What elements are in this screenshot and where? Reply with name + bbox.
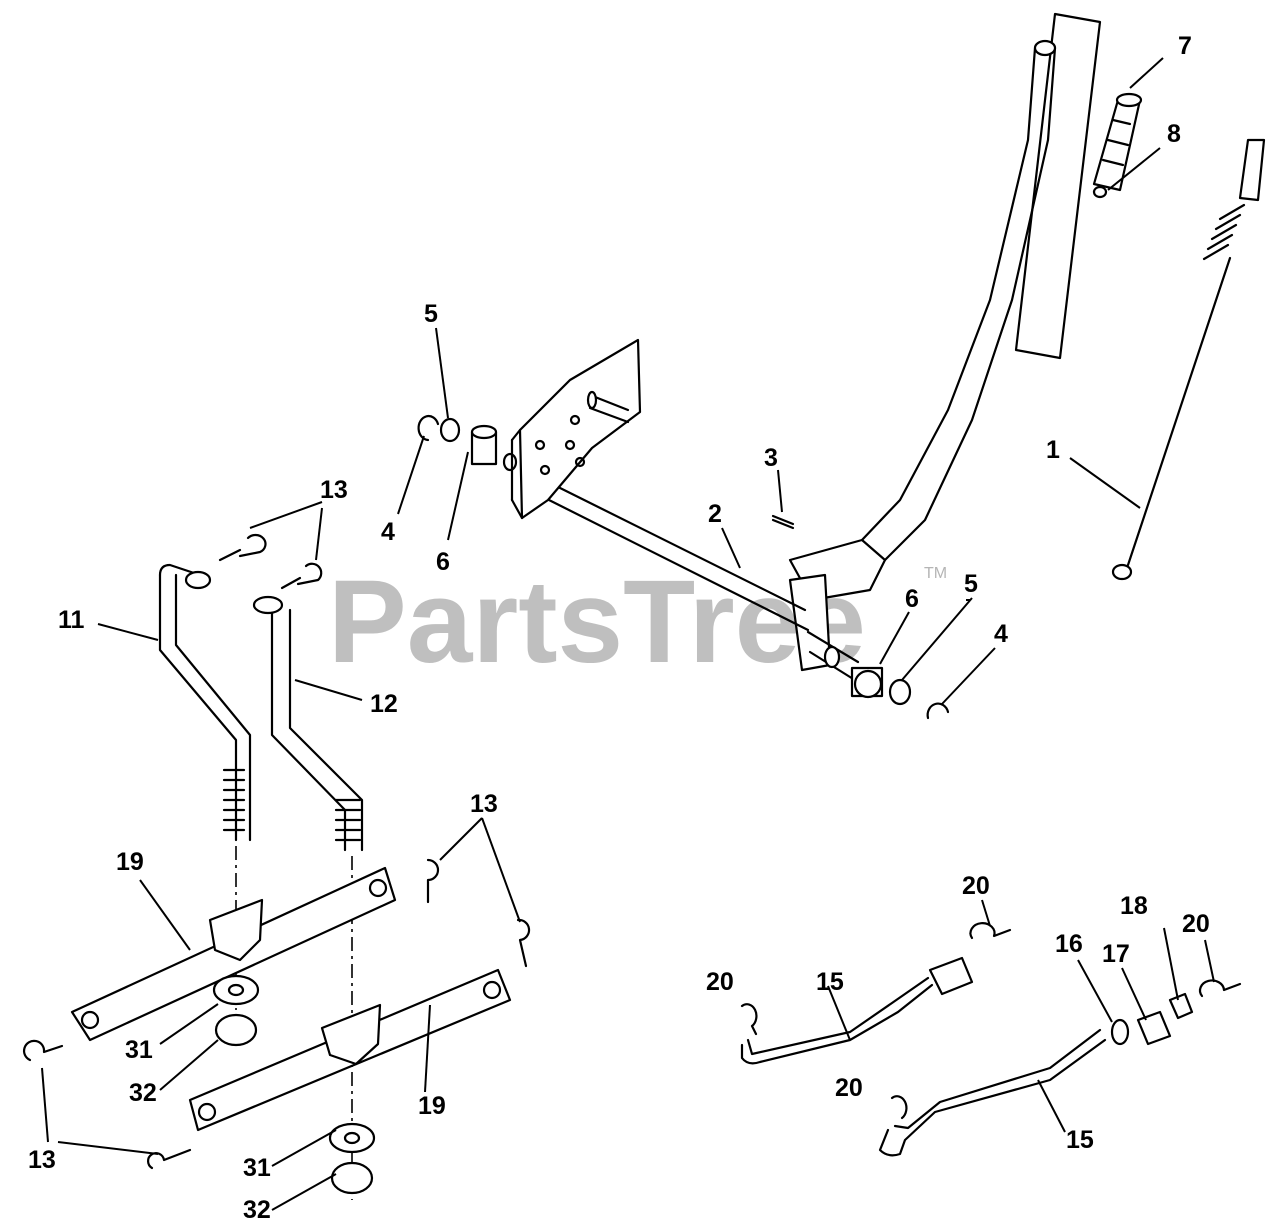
pivot-bracket	[510, 338, 642, 520]
nut-right	[330, 1161, 374, 1195]
grip-plug	[1092, 185, 1108, 199]
callout-13-top: 13	[320, 476, 348, 504]
bushing-left	[470, 424, 518, 472]
hairpin-clip-20-b	[1198, 979, 1242, 998]
spacer-right	[328, 1122, 376, 1154]
hairpin-clip-upper-2	[280, 562, 323, 590]
hairpin-clip-right-1	[426, 858, 440, 904]
callout-13-bottom: 13	[28, 1146, 56, 1174]
nut-left	[214, 1013, 258, 1047]
e-ring-left	[417, 414, 440, 442]
callout-7: 7	[1178, 32, 1192, 60]
partstree-watermark: PartsTree	[328, 556, 866, 688]
washer-right	[888, 678, 912, 706]
trademark-mark: TM	[924, 565, 947, 582]
callout-20-left: 20	[706, 968, 734, 996]
callout-6-left: 6	[436, 548, 450, 576]
lift-link-left	[158, 563, 252, 842]
trunnion-17	[1136, 1010, 1172, 1046]
callout-11: 11	[58, 606, 85, 634]
leader-lines	[41, 57, 1215, 1211]
callout-2: 2	[708, 500, 722, 528]
callout-31-left: 31	[125, 1036, 153, 1064]
hairpin-clip-upper-1	[218, 533, 267, 562]
callout-15-upper: 15	[816, 968, 844, 996]
lift-link-right	[252, 595, 364, 852]
hairpin-clip-right-2	[516, 918, 531, 968]
adjustment-rod-lower	[878, 1028, 1107, 1157]
handle-grip	[1092, 92, 1143, 192]
lever-shroud	[1014, 12, 1102, 360]
callout-3: 3	[764, 444, 778, 472]
lift-arm-upper	[70, 866, 397, 1042]
e-ring-right	[926, 702, 950, 720]
hairpin-clip-lower-1	[23, 1039, 64, 1062]
adjustment-rod-upper	[740, 956, 974, 1065]
bushing-right	[850, 666, 884, 699]
roll-pin	[771, 514, 795, 530]
callout-13-right: 13	[470, 790, 498, 818]
spacer-left	[212, 974, 260, 1006]
washer-left	[439, 417, 461, 443]
hairpin-clip-20-a	[969, 922, 1012, 940]
callout-20-right: 20	[1182, 910, 1210, 938]
callout-1: 1	[1046, 436, 1060, 464]
callout-16: 16	[1055, 930, 1083, 958]
callout-32-left: 32	[129, 1079, 157, 1107]
hairpin-clip-20-d	[890, 1095, 908, 1120]
callout-20-middle: 20	[835, 1074, 863, 1102]
hairpin-clip-20-c	[740, 1003, 758, 1036]
clip-18	[1168, 992, 1194, 1020]
callout-20-top: 20	[962, 872, 990, 900]
callout-5-right: 5	[964, 570, 978, 598]
callout-19-lower: 19	[418, 1092, 446, 1120]
callout-12: 12	[370, 690, 398, 718]
callout-6-right: 6	[905, 585, 919, 613]
callout-5-left: 5	[424, 300, 438, 328]
lift-rod	[1111, 138, 1266, 581]
callout-15-lower: 15	[1066, 1126, 1094, 1154]
callout-32-right: 32	[243, 1196, 271, 1224]
callout-31-right: 31	[243, 1154, 271, 1182]
callout-4-left: 4	[381, 518, 395, 546]
callout-19-upper: 19	[116, 848, 144, 876]
callout-8: 8	[1167, 120, 1181, 148]
washer-16	[1110, 1018, 1130, 1046]
callout-4-right: 4	[994, 620, 1008, 648]
callout-17: 17	[1102, 940, 1130, 968]
callout-18: 18	[1120, 892, 1148, 920]
